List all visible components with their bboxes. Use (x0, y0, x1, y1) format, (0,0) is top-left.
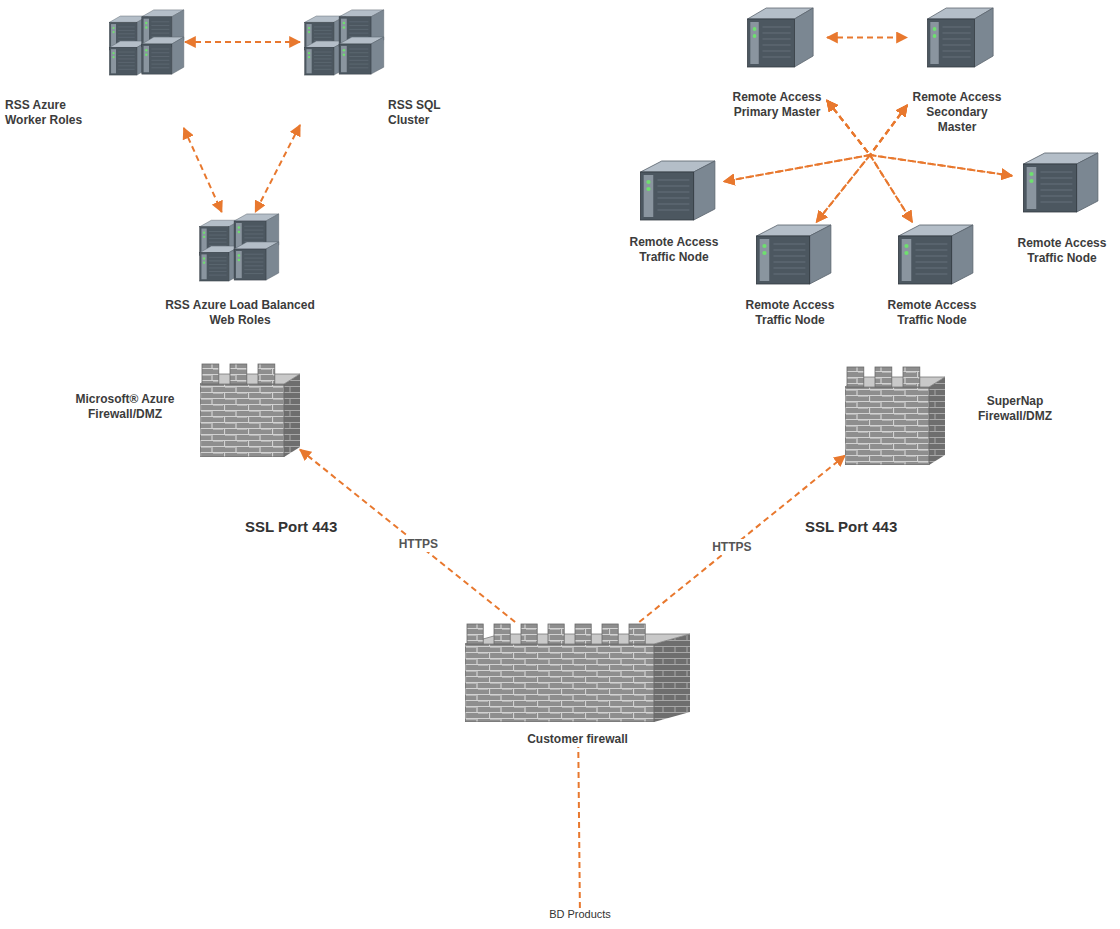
dashed-connector (184, 128, 222, 212)
dashed-connector (817, 100, 871, 222)
icon-graphic (740, 5, 815, 70)
server-icon (300, 8, 385, 76)
icon-graphic (1015, 150, 1100, 215)
server-node: RSS Azure Worker Roles (5, 8, 185, 128)
icon-graphic (845, 365, 945, 465)
server-node: RSS Azure Load Balanced Web Roles (160, 212, 320, 328)
node-label: Microsoft® Azure Firewall/DMZ (55, 392, 195, 422)
icon-graphic (748, 222, 833, 287)
dashed-connector (578, 747, 580, 908)
port-label: SSL Port 443 (245, 518, 337, 535)
node-label: Remote Access Secondary Master (907, 90, 1007, 135)
server-node: Remote Access Secondary Master (907, 5, 1007, 135)
firewall-node: Customer firewall (465, 622, 690, 747)
node-label: BD Products (520, 908, 640, 922)
server-icon (632, 158, 717, 223)
server-icon (890, 222, 975, 287)
node-label: Remote Access Traffic Node (1012, 236, 1112, 266)
node-label: SuperNap Firewall/DMZ (965, 394, 1065, 424)
node-label: Remote Access Traffic Node (882, 298, 982, 328)
server-node: Remote Access Traffic Node (882, 222, 982, 328)
server-node: Remote Access Traffic Node (740, 222, 840, 328)
dashed-connector (185, 41, 300, 43)
server-icon (740, 5, 815, 70)
node-label: Remote Access Primary Master (727, 90, 827, 120)
icon-graphic (195, 212, 280, 282)
dashed-connector (255, 125, 300, 212)
icon-graphic (465, 622, 690, 722)
server-icon (195, 212, 280, 282)
icon-graphic (632, 158, 717, 223)
icon-graphic (890, 222, 975, 287)
firewall-icon (200, 362, 300, 457)
icon-graphic (200, 362, 300, 457)
node-label: Remote Access Traffic Node (740, 298, 840, 328)
icon-graphic (300, 8, 385, 76)
firewall-node: Microsoft® Azure Firewall/DMZ (55, 362, 300, 457)
node-label: RSS SQL Cluster (388, 98, 458, 128)
dashed-connector (639, 456, 845, 623)
server-node: Remote Access Primary Master (727, 5, 827, 120)
port-label: SSL Port 443 (805, 518, 897, 535)
firewall-icon (845, 365, 945, 465)
server-icon (920, 5, 995, 70)
firewall-icon (465, 622, 690, 722)
node-label: Customer firewall (490, 732, 665, 747)
server-icon (105, 8, 185, 76)
server-node: Remote Access Traffic Node (1012, 150, 1112, 266)
server-node: RSS SQL Cluster (300, 8, 458, 128)
dashed-connector (827, 37, 907, 39)
edge-label: HTTPS (396, 536, 441, 552)
icon-graphic (105, 8, 185, 76)
server-icon (1015, 150, 1100, 215)
edge-label: HTTPS (709, 539, 754, 555)
node-label: Remote Access Traffic Node (624, 235, 724, 265)
server-icon (748, 222, 833, 287)
node-label: RSS Azure Load Balanced Web Roles (160, 298, 320, 328)
firewall-node: SuperNap Firewall/DMZ (845, 365, 1065, 465)
node-label: RSS Azure Worker Roles (5, 98, 105, 128)
icon-graphic (920, 5, 995, 70)
dashed-connector (870, 105, 912, 222)
server-node: Remote Access Traffic Node (624, 158, 724, 265)
endpoint-node: BD Products (520, 908, 640, 922)
dashed-connector (300, 450, 515, 622)
